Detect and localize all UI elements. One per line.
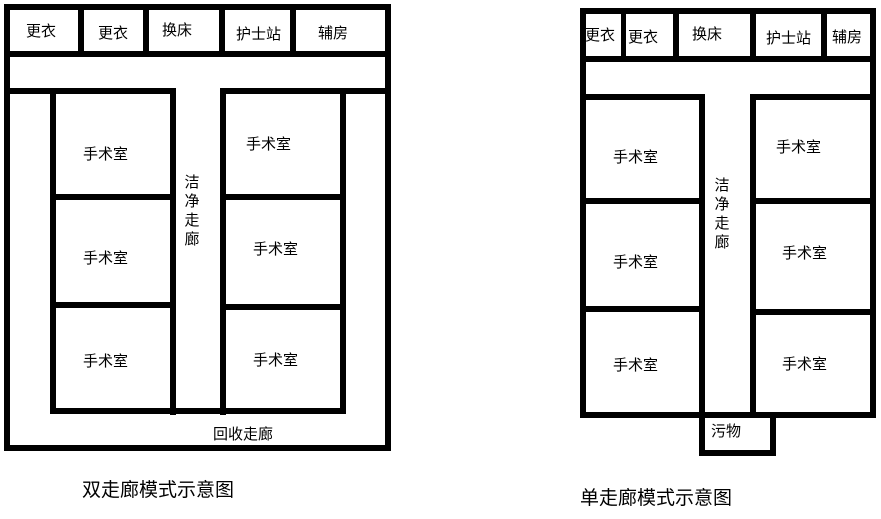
operating-room-label: 手术室 xyxy=(613,253,659,271)
corridor-band-wall-right xyxy=(220,88,390,94)
corridor-band-wall-right xyxy=(750,94,876,100)
operating-room-label: 手术室 xyxy=(613,356,659,374)
top-room-divider xyxy=(750,8,756,60)
clean-corridor-right-wall xyxy=(220,88,226,415)
left-or-divider xyxy=(50,302,176,308)
outer-wall-left xyxy=(4,4,10,451)
operating-room-label: 手术室 xyxy=(253,240,299,258)
outer-wall-bottom xyxy=(580,412,876,418)
right-or-divider xyxy=(750,309,876,315)
clean-corridor-label: 洁净走廊 xyxy=(714,176,730,251)
operating-room-label: 手术室 xyxy=(782,244,828,262)
left-or-outer-wall xyxy=(50,88,56,413)
room-label-nurse-station: 护士站 xyxy=(766,29,812,47)
clean-corridor-left-wall xyxy=(699,94,705,456)
operating-room-label: 手术室 xyxy=(83,145,129,163)
operating-room-label: 手术室 xyxy=(246,135,292,153)
operating-room-label: 手术室 xyxy=(776,138,822,156)
operating-room-label: 手术室 xyxy=(83,249,129,267)
right-or-divider xyxy=(220,194,346,200)
left-or-divider xyxy=(580,306,704,312)
operating-room-label: 手术室 xyxy=(83,352,129,370)
outer-wall-top xyxy=(580,8,876,14)
operating-room-label: 手术室 xyxy=(253,351,299,369)
room-label-auxiliary: 辅房 xyxy=(832,28,863,46)
top-room-divider xyxy=(621,8,626,60)
right-or-divider xyxy=(220,304,346,310)
right-or-outer-wall xyxy=(340,88,346,413)
room-label-bed-change: 换床 xyxy=(162,21,193,39)
outer-wall-left xyxy=(580,8,586,418)
outer-wall-bottom xyxy=(4,445,391,451)
left-or-divider xyxy=(50,194,176,200)
top-room-divider xyxy=(143,4,149,56)
room-label-bed-change: 换床 xyxy=(692,25,723,43)
waste-room-label: 污物 xyxy=(711,422,742,440)
corridor-band-wall-left xyxy=(580,94,704,100)
right-or-bottom-wall xyxy=(220,408,346,414)
corridor-band-wall-left xyxy=(4,88,175,94)
outer-wall-right xyxy=(870,8,876,418)
double-corridor-caption: 双走廊模式示意图 xyxy=(82,479,235,501)
single-corridor-caption: 单走廊模式示意图 xyxy=(580,487,733,509)
return-corridor-label: 回收走廊 xyxy=(213,425,274,443)
room-label-nurse-station: 护士站 xyxy=(236,25,282,43)
room-label-changing-2: 更衣 xyxy=(98,24,129,42)
top-room-divider xyxy=(821,8,827,60)
top-room-divider xyxy=(78,4,84,56)
clean-corridor-left-wall xyxy=(170,88,176,415)
left-or-divider xyxy=(580,198,704,204)
clean-corridor-right-wall xyxy=(750,94,756,418)
top-room-divider xyxy=(290,4,296,56)
outer-wall-right xyxy=(385,4,391,451)
top-band-bottom-wall xyxy=(4,51,390,57)
right-or-divider xyxy=(750,198,876,204)
waste-room-right-wall xyxy=(770,412,776,456)
top-room-divider xyxy=(219,4,225,56)
room-label-auxiliary: 辅房 xyxy=(318,24,349,42)
operating-room-label: 手术室 xyxy=(782,355,828,373)
top-room-divider xyxy=(673,8,679,60)
room-label-changing-1: 更衣 xyxy=(26,22,57,40)
top-band-bottom-wall xyxy=(580,56,876,62)
outer-wall-top xyxy=(4,4,390,10)
room-label-changing-2: 更衣 xyxy=(628,28,659,46)
room-label-changing-1: 更衣 xyxy=(585,26,616,44)
waste-room-bottom-wall xyxy=(699,450,776,456)
clean-corridor-label: 洁净走廊 xyxy=(184,173,200,248)
left-or-bottom-wall xyxy=(50,408,226,414)
operating-room-label: 手术室 xyxy=(613,148,659,166)
